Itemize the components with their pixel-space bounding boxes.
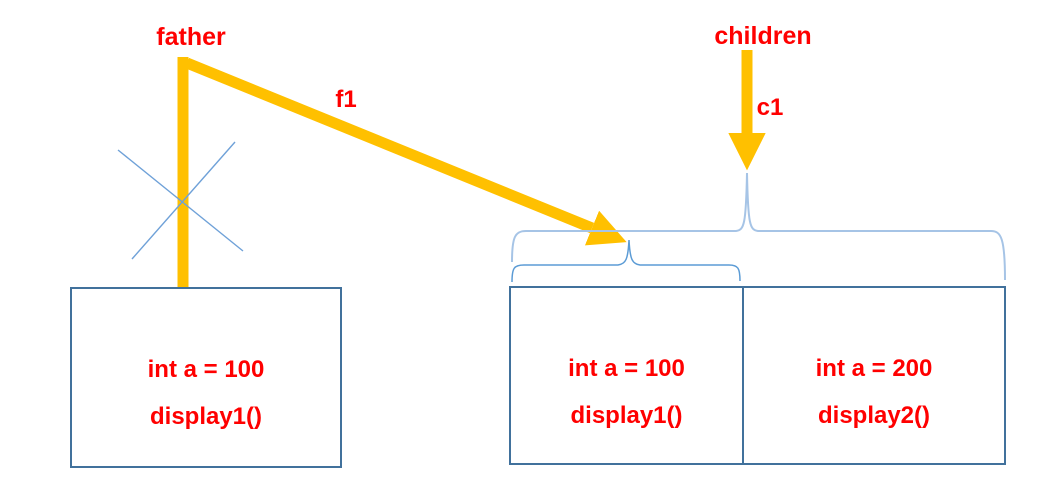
inner-brace: [511, 239, 741, 283]
parent-part-method-text: display1(): [570, 402, 683, 429]
child-part-members: int a = 200 display2(): [744, 288, 1004, 463]
children-reference-label: children: [714, 22, 812, 50]
f1-arrow-label: f1: [335, 86, 357, 113]
father-reference-label: father: [156, 23, 226, 51]
child-part-method-text: display2(): [817, 402, 931, 429]
father-object-box: int a = 100 display1(): [70, 287, 342, 468]
child-object-parent-part: int a = 100 display1(): [511, 288, 744, 463]
child-part-field-text: int a = 200: [815, 355, 933, 382]
father-method-text: display1(): [149, 403, 263, 430]
father-object-members: int a = 100 display1(): [72, 289, 340, 466]
father-field-text: int a = 100: [147, 356, 265, 383]
cross-out-line-1: [117, 149, 244, 252]
f1-arrow: [184, 57, 627, 246]
cross-out-line-2: [131, 141, 236, 260]
child-object-box: int a = 100 display1() int a = 200 displ…: [509, 286, 1006, 465]
parent-part-members: int a = 100 display1(): [511, 288, 742, 463]
child-object-child-part: int a = 200 display2(): [744, 288, 1004, 463]
parent-part-field-text: int a = 100: [568, 355, 685, 382]
outer-brace: [511, 172, 1006, 281]
c1-arrow-label: c1: [756, 94, 784, 121]
